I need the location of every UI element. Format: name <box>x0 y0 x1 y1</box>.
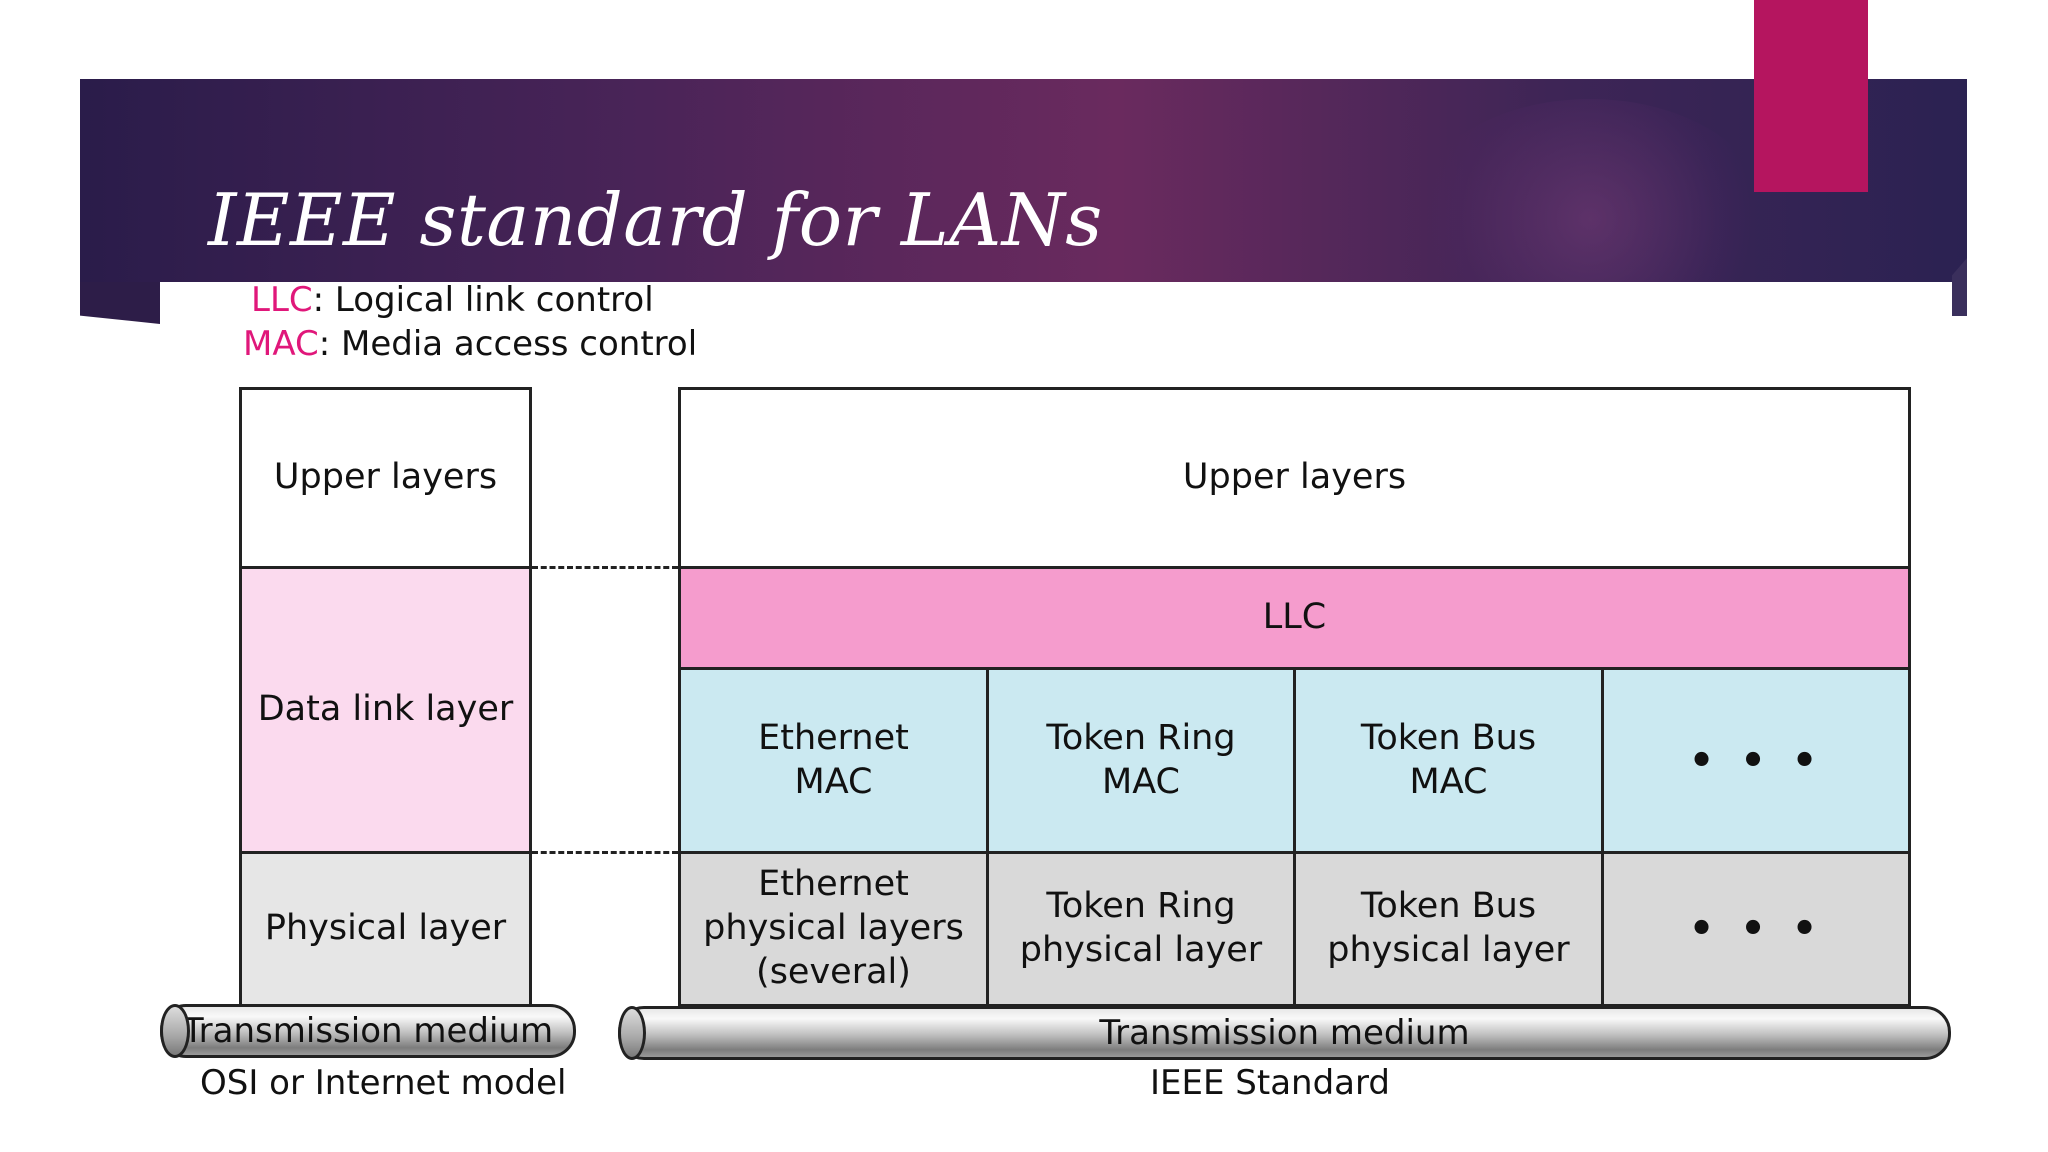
ieee-upper-layers: Upper layers <box>678 387 1911 569</box>
legend-llc-abbr: LLC <box>251 280 313 320</box>
slide-title: IEEE standard for LANs <box>208 178 1103 262</box>
legend-llc-text: : Logical link control <box>312 280 654 320</box>
ieee-phy-more: • • • <box>1601 851 1911 1007</box>
osi-upper-layers: Upper layers <box>239 387 532 569</box>
ieee-caption: IEEE Standard <box>1150 1063 1390 1103</box>
legend-mac-abbr: MAC <box>243 324 319 364</box>
ieee-pipe-cap <box>618 1006 646 1060</box>
osi-caption: OSI or Internet model <box>200 1063 567 1103</box>
header-banner <box>80 79 1967 282</box>
legend-llc: LLC: Logical link control <box>251 280 654 320</box>
osi-physical-layer: Physical layer <box>239 851 532 1007</box>
ieee-mac-ethernet: Ethernet MAC <box>678 667 989 854</box>
osi-data-link-layer: Data link layer <box>239 566 532 854</box>
ieee-transmission-medium: Transmission medium <box>618 1006 1951 1060</box>
osi-pipe-cap <box>160 1004 190 1058</box>
ieee-mac-token-bus: Token Bus MAC <box>1293 667 1604 854</box>
legend-mac: MAC: Media access control <box>243 324 697 364</box>
ieee-llc-layer: LLC <box>678 566 1911 670</box>
ieee-phy-ethernet: Ethernet physical layers (several) <box>678 851 989 1007</box>
banner-wedge-left <box>80 282 160 324</box>
legend-mac-text: : Media access control <box>318 324 698 364</box>
ieee-phy-token-bus: Token Bus physical layer <box>1293 851 1604 1007</box>
banner-wedge-right <box>1952 258 1967 316</box>
osi-transmission-medium: Transmission medium <box>160 1004 576 1058</box>
ieee-phy-token-ring: Token Ring physical layer <box>986 851 1296 1007</box>
dashed-connector-upper <box>532 566 678 569</box>
accent-tab <box>1754 0 1868 192</box>
ieee-mac-more: • • • <box>1601 667 1911 854</box>
ieee-mac-token-ring: Token Ring MAC <box>986 667 1296 854</box>
dashed-connector-lower <box>532 851 678 854</box>
